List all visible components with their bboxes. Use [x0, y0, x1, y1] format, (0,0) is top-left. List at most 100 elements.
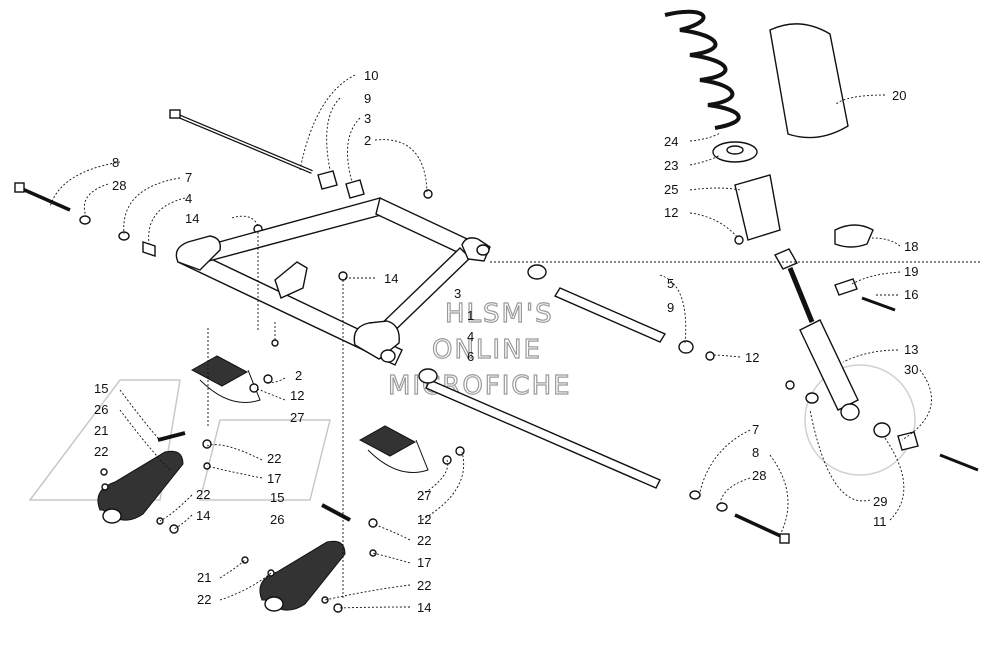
bushing-3 — [345, 179, 365, 199]
dust-boot-20 — [769, 23, 849, 139]
callout-27-left: 27 — [290, 410, 304, 425]
callout-26-left: 26 — [94, 402, 108, 417]
right-peg-26 — [259, 540, 346, 611]
leader-14-left — [173, 514, 193, 530]
washer-28 — [79, 215, 91, 225]
callout-9-mid: 9 — [667, 300, 674, 315]
left-screw-21 — [100, 468, 108, 476]
leader-28-lower — [719, 477, 751, 507]
callout-20: 20 — [892, 88, 906, 103]
eye-bushing-18 — [834, 224, 874, 248]
leader-30 — [901, 369, 932, 441]
rod-shaft-highlight — [175, 114, 313, 173]
callout-9: 9 — [364, 91, 371, 106]
leader-13 — [842, 349, 899, 363]
right-pin-15 — [321, 503, 351, 522]
callout-27-right: 27 — [417, 488, 431, 503]
shaft-6 — [425, 379, 661, 489]
leader-2 — [374, 139, 428, 193]
leader-14-right — [337, 606, 411, 609]
leader-7 — [123, 177, 181, 235]
right-foot-bracket — [367, 439, 429, 473]
shock-body-13 — [799, 319, 859, 411]
left-footrest — [97, 355, 273, 534]
shock-top-eye — [774, 248, 798, 270]
callout-8: 8 — [112, 155, 119, 170]
left-peg-hole — [102, 508, 122, 524]
callout-3: 3 — [364, 111, 371, 126]
washer-7 — [118, 231, 130, 241]
callout-16: 16 — [904, 287, 918, 302]
leader-12-mid — [711, 354, 741, 358]
callout-1: 1 — [467, 308, 474, 323]
leader-3 — [347, 117, 361, 183]
callout-21-left: 21 — [94, 423, 108, 438]
callout-3-mid: 3 — [454, 286, 461, 301]
bump-stop-25 — [734, 174, 781, 241]
callout-12-left: 12 — [290, 388, 304, 403]
callout-14-left: 14 — [196, 508, 210, 523]
right-screw-21 — [241, 556, 249, 564]
callout-22-right: 22 — [417, 533, 431, 548]
watermark-line-1: HLSM'S — [445, 299, 554, 329]
leader-14 — [231, 215, 259, 227]
left-bolt-head — [14, 182, 25, 193]
callout-28: 28 — [112, 178, 126, 193]
lower-bolt-shaft — [734, 513, 786, 540]
right-peg-hole — [264, 596, 284, 612]
callout-11: 11 — [873, 514, 887, 529]
callout-24: 24 — [664, 134, 678, 149]
leader-22-left — [206, 444, 263, 461]
callout-4-mid: 4 — [467, 329, 474, 344]
leader-7-lower — [699, 429, 751, 493]
right-foot-pad — [358, 425, 417, 457]
swing-arm-left-pivot — [175, 235, 221, 271]
right-clip-17 — [369, 549, 377, 557]
right-washer-22b — [368, 518, 378, 528]
lower-bolt — [689, 490, 790, 544]
watermark-line-3: MICROFICHE — [388, 371, 572, 401]
watermark-line-2: ONLINE — [432, 335, 542, 365]
nut-12-shock — [785, 380, 795, 390]
leader-8 — [49, 161, 121, 208]
leader-12-top — [689, 212, 739, 239]
left-foot-pad — [190, 355, 249, 387]
callout-13: 13 — [904, 342, 918, 357]
callout-12-mid: 12 — [745, 350, 759, 365]
washer-7-lower — [689, 490, 701, 500]
shock-bottom-eye — [840, 403, 860, 421]
callout-22-right-peg: 22 — [197, 592, 211, 607]
callout-6: 6 — [467, 349, 474, 364]
left-bolt — [14, 182, 156, 257]
left-nut-12 — [263, 374, 273, 384]
leader-21-right — [219, 559, 246, 579]
pivot-hole-right — [476, 244, 490, 256]
leader-20 — [834, 94, 886, 106]
callout-labels: 10 9 3 2 8 28 7 4 14 14 3 1 4 6 5 9 12 2… — [94, 68, 918, 615]
watermark-logo-wheel — [804, 364, 916, 476]
callout-8-lower: 8 — [752, 445, 759, 460]
upper-rod — [169, 109, 313, 174]
bushing-4 — [142, 241, 156, 257]
leader-11 — [884, 437, 905, 521]
callout-7-lower: 7 — [752, 422, 759, 437]
swing-arm-bracket — [274, 261, 308, 299]
lower-bolt-head — [779, 533, 790, 544]
left-washer-27 — [249, 383, 259, 393]
bushing-shock-lower — [805, 392, 819, 404]
leader-18 — [871, 237, 901, 247]
leader-12-right — [421, 451, 465, 521]
callout-12-right: 12 — [417, 512, 431, 527]
leader-4 — [148, 197, 186, 245]
shock-absorber — [774, 224, 979, 472]
left-washer-22b — [202, 439, 212, 449]
callout-26-right: 26 — [270, 512, 284, 527]
callout-4: 4 — [185, 191, 192, 206]
shaft-5 — [553, 287, 667, 343]
left-bolt-shaft — [19, 186, 71, 212]
leader-22c-right — [324, 584, 411, 601]
leader-29 — [809, 409, 871, 502]
coil-spring-24 — [664, 9, 741, 130]
callout-2-low: 2 — [295, 368, 302, 383]
